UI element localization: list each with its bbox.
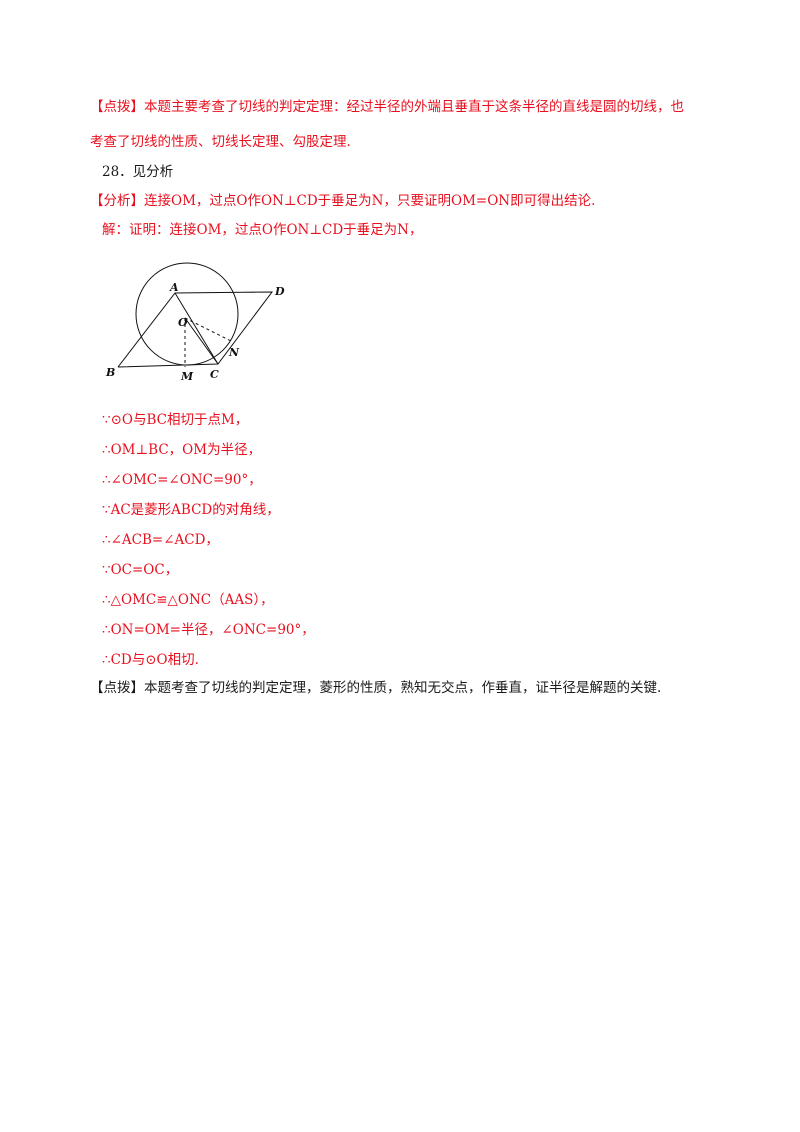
- segment-oc: [184, 317, 219, 365]
- problem-number: 28．见分析: [102, 164, 174, 180]
- rhombus-abcd: [117, 291, 274, 368]
- label-n: N: [228, 346, 240, 359]
- analysis-text: 连接OM，过点O作ON⊥CD于垂足为N，只要证明OM=ON即可得出结论.: [144, 193, 596, 209]
- proof-line-7: ∴△OMC≌△ONC（AAS），: [102, 592, 274, 608]
- proof-line-6: ∵OC=OC，: [102, 562, 179, 578]
- segment-on: [184, 317, 234, 343]
- label-d: D: [274, 285, 285, 298]
- proof-line-2: ∴OM⊥BC，OM为半径，: [102, 442, 262, 458]
- label-c: C: [210, 368, 219, 381]
- tip-tag: 【点拨】: [90, 680, 144, 696]
- label-a: A: [169, 281, 179, 294]
- analysis-line: 【分析】连接OM，过点O作ON⊥CD于垂足为N，只要证明OM=ON即可得出结论.: [90, 191, 595, 211]
- proof-line-5: ∴∠ACB=∠ACD，: [102, 532, 219, 548]
- analysis-tag: 【分析】: [90, 193, 144, 209]
- proof-line-8: ∴ON=OM=半径，∠ONC=90°，: [102, 622, 315, 638]
- prev-tip-line-1: 【点拨】本题主要考查了切线的判定定理：经过半径的外端且垂直于这条半径的直线是圆的…: [90, 99, 684, 115]
- tip-text: 本题考查了切线的判定定理，菱形的性质，熟知无交点，作垂直，证半径是解题的关键.: [144, 680, 662, 696]
- label-m: M: [180, 370, 194, 383]
- prev-tip-line-2: 考查了切线的性质、切线长定理、勾股定理.: [90, 134, 351, 150]
- proof-line-9: ∴CD与⊙O相切.: [102, 652, 199, 668]
- label-o: O: [178, 316, 188, 329]
- proof-line-1: ∵⊙O与BC相切于点M，: [102, 412, 249, 428]
- label-b: B: [105, 366, 115, 379]
- tip-line: 【点拨】本题考查了切线的判定定理，菱形的性质，熟知无交点，作垂直，证半径是解题的…: [90, 678, 661, 698]
- geometry-figure: A B C D O M N: [105, 262, 285, 383]
- circle-o: [135, 262, 239, 366]
- solution-intro: 解：证明：连接OM，过点O作ON⊥CD于垂足为N，: [102, 222, 423, 238]
- proof-line-4: ∵AC是菱形ABCD的对角线，: [102, 502, 280, 518]
- diagonal-ac: [174, 292, 219, 365]
- proof-line-3: ∴∠OMC=∠ONC=90°，: [102, 472, 262, 488]
